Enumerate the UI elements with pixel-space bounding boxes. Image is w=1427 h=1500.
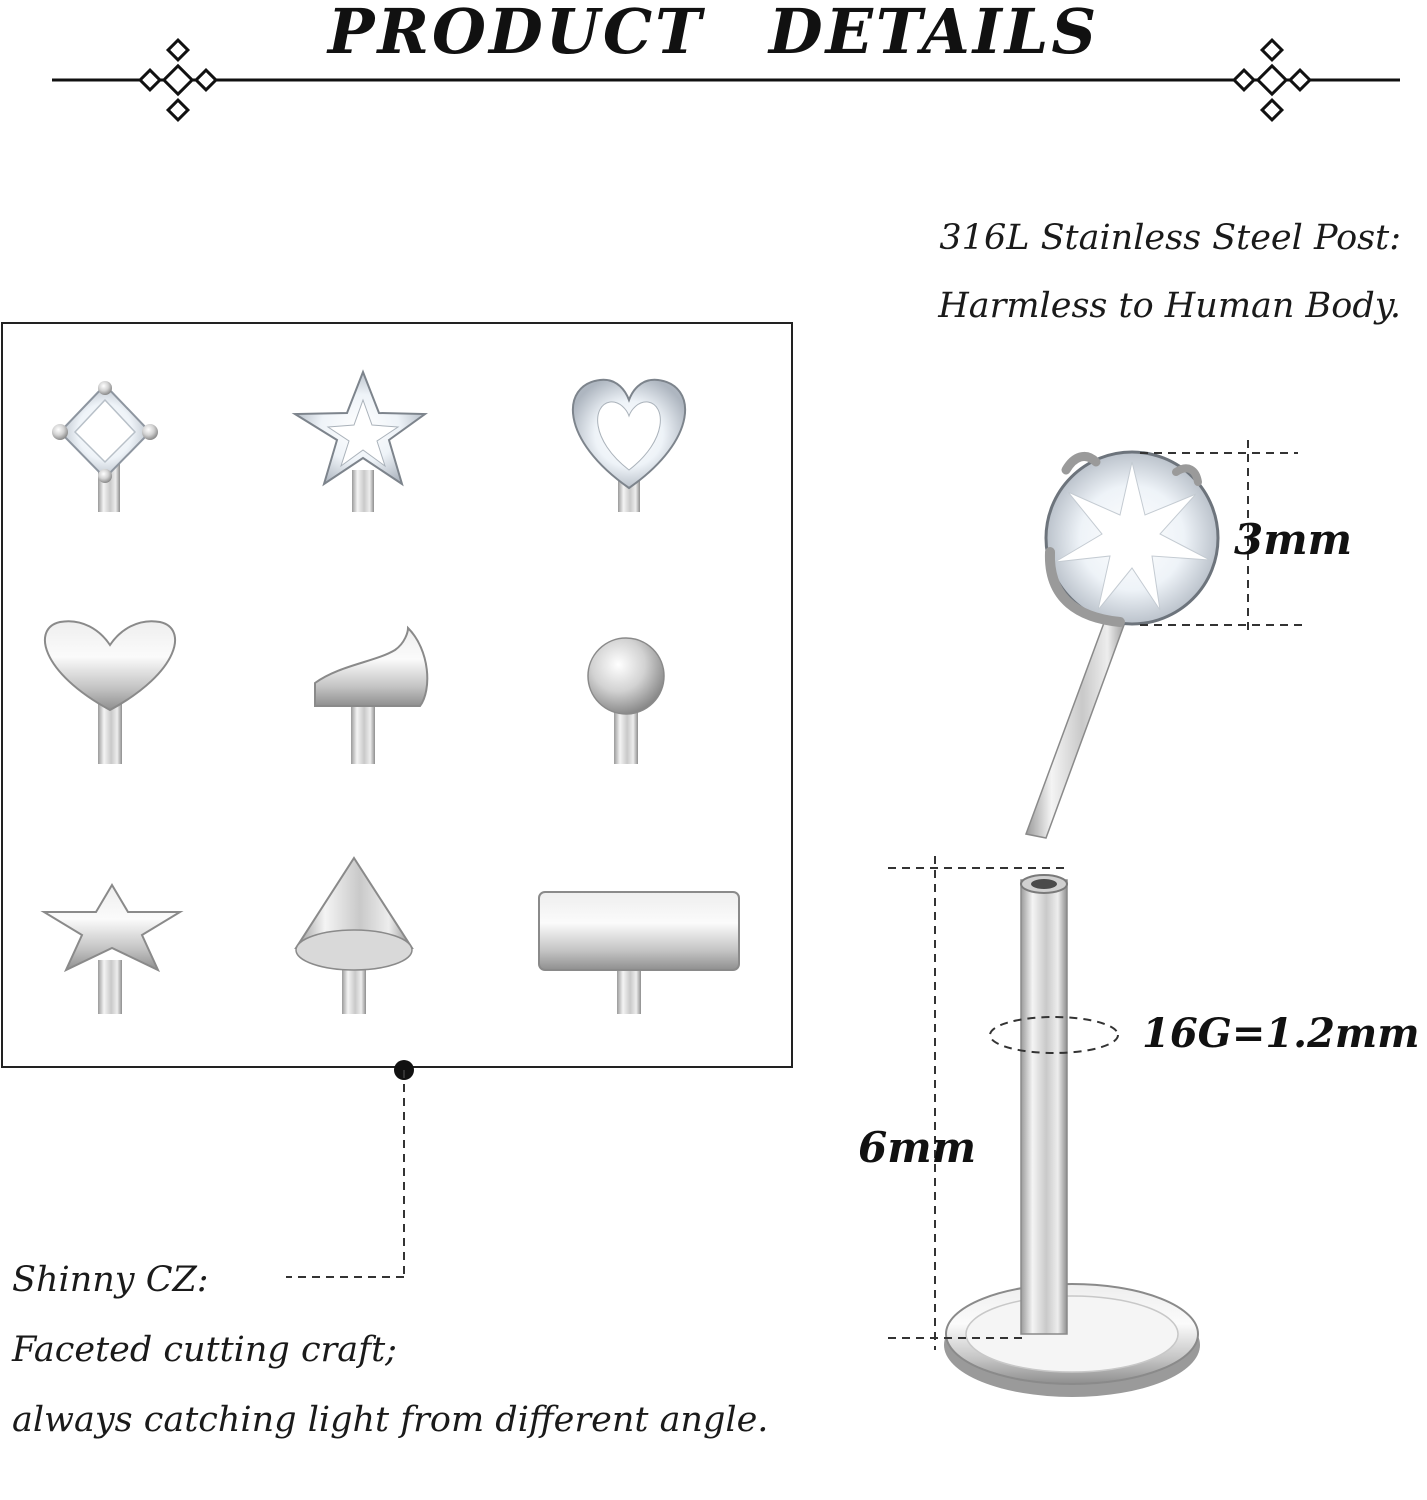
cz-note-line2: Faceted cutting craft; <box>12 1330 397 1370</box>
diamond-ornament-icon <box>137 37 219 123</box>
gem-size-label: 3mm <box>1234 515 1353 564</box>
gem-dimension-lines <box>1140 440 1305 636</box>
grid-callout-line <box>286 1060 414 1278</box>
material-note-line1: 316L Stainless Steel Post: <box>939 218 1401 258</box>
star-flat-top-icon <box>40 883 184 1014</box>
round-cz-stud-icon <box>1024 450 1220 839</box>
page-title: PRODUCT DETAILS <box>327 0 1100 68</box>
square-cz-stud-icon <box>52 381 158 512</box>
bar-top-icon <box>538 891 740 1014</box>
material-note: 316L Stainless Steel Post: Harmless to H… <box>938 218 1401 326</box>
post-length-label: 6mm <box>858 1123 977 1172</box>
star-cz-stud-icon <box>291 369 429 512</box>
cz-note-line1: Shinny CZ: <box>12 1260 209 1300</box>
diamond-ornament-icon <box>1231 37 1313 123</box>
cz-note-line3: always catching light from different ang… <box>12 1400 769 1440</box>
moon-flat-top-icon <box>314 625 429 764</box>
spike-top-icon <box>294 856 414 1014</box>
gauge-label: 16G=1.2mm <box>1142 1010 1420 1057</box>
material-note-line2: Harmless to Human Body. <box>938 286 1401 326</box>
cz-note: Shinny CZ: Faceted cutting craft; always… <box>12 1260 768 1440</box>
heart-cz-stud-icon <box>571 378 687 512</box>
post-dimension-lines <box>888 856 1068 1350</box>
heart-flat-top-icon <box>44 620 176 764</box>
ball-top-icon <box>587 637 665 764</box>
labret-post-icon <box>944 874 1200 1397</box>
gauge-ring <box>989 1016 1119 1054</box>
